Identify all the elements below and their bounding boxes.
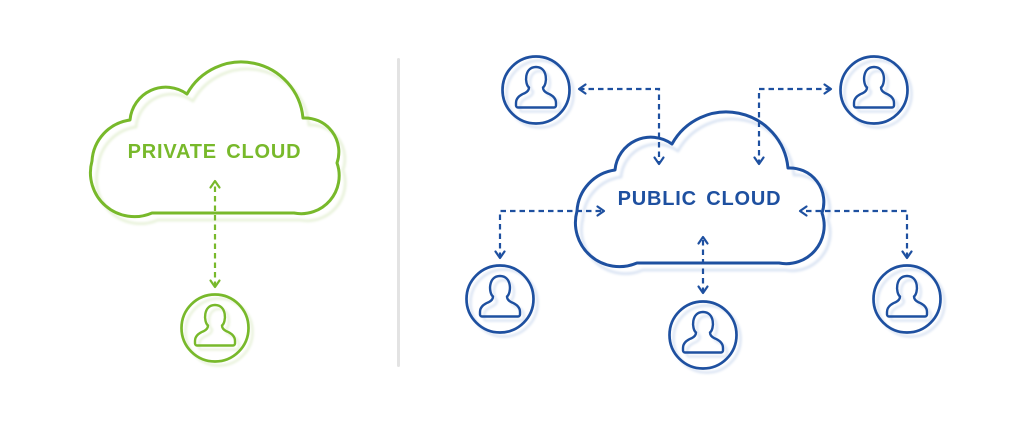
public-user-icon-bottom-right bbox=[867, 259, 947, 339]
public-cloud-label: PUBLIC CLOUD bbox=[617, 188, 782, 210]
private-user-icon bbox=[175, 288, 255, 368]
public-user-icon-top-left bbox=[496, 50, 576, 130]
panel-divider bbox=[397, 58, 400, 367]
public-user-icon-top-right bbox=[834, 50, 914, 130]
private-cloud-label: PRIVATE CLOUD bbox=[127, 141, 302, 163]
public-user-icon-bottom-left bbox=[460, 259, 540, 339]
public-user-icon-bottom-center bbox=[663, 295, 743, 375]
